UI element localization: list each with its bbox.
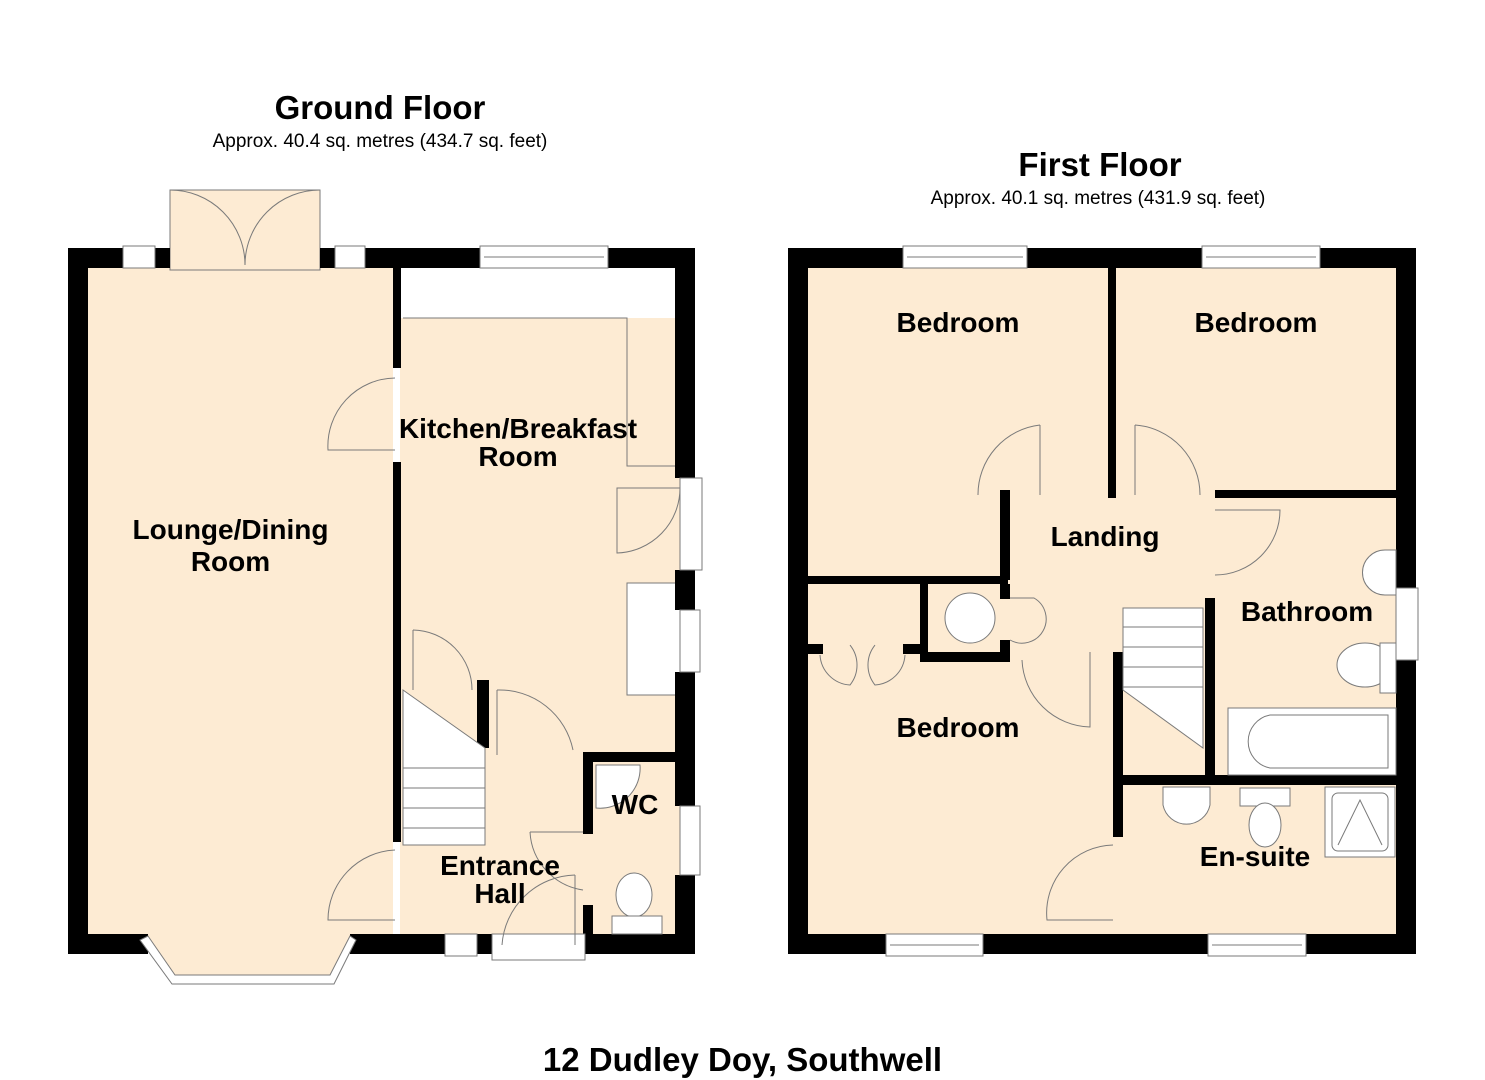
room-label-lounge: Lounge/Dining Room [88,515,373,577]
room-label-line: WC [611,789,659,820]
room-label-line: Lounge/Dining [132,514,329,545]
room-label-kitchen: Kitchen/Breakfast Room [383,414,653,472]
ground-floor-title: Ground Floor [274,89,486,126]
room-label-line: Bedroom [896,307,1020,338]
room-label-line: Landing [1050,521,1160,552]
first-floor-area: Approx. 40.1 sq. metres (431.9 sq. feet) [930,188,1266,209]
room-label-line: Room [190,546,271,577]
room-label-bedroom-3: Bedroom [858,713,1058,743]
room-label-bedroom-2: Bedroom [1156,308,1356,338]
first-floor-title: First Floor [1018,146,1182,183]
room-label-ensuite: En-suite [1170,842,1340,872]
room-label-line: Room [478,441,558,472]
room-label-line: En-suite [1199,841,1311,872]
property-address: 12 Dudley Doy, Southwell [542,1041,943,1078]
ground-floor-plan [68,189,703,985]
room-label-line: Hall [474,878,526,909]
room-label-bedroom-1: Bedroom [858,308,1058,338]
room-label-line: Bedroom [896,712,1020,743]
room-label-line: Bathroom [1240,596,1374,627]
room-label-line: Bedroom [1194,307,1318,338]
room-label-landing: Landing [1020,522,1190,552]
room-label-entrance-hall: Entrance Hall [420,851,580,909]
room-label-wc: WC [600,790,670,820]
room-label-line: Kitchen/Breakfast [398,413,638,444]
room-label-bathroom: Bathroom [1222,597,1392,627]
first-floor-plan [788,245,1419,957]
room-label-line: Entrance [440,850,560,881]
ground-floor-area: Approx. 40.4 sq. metres (434.7 sq. feet) [212,131,548,152]
